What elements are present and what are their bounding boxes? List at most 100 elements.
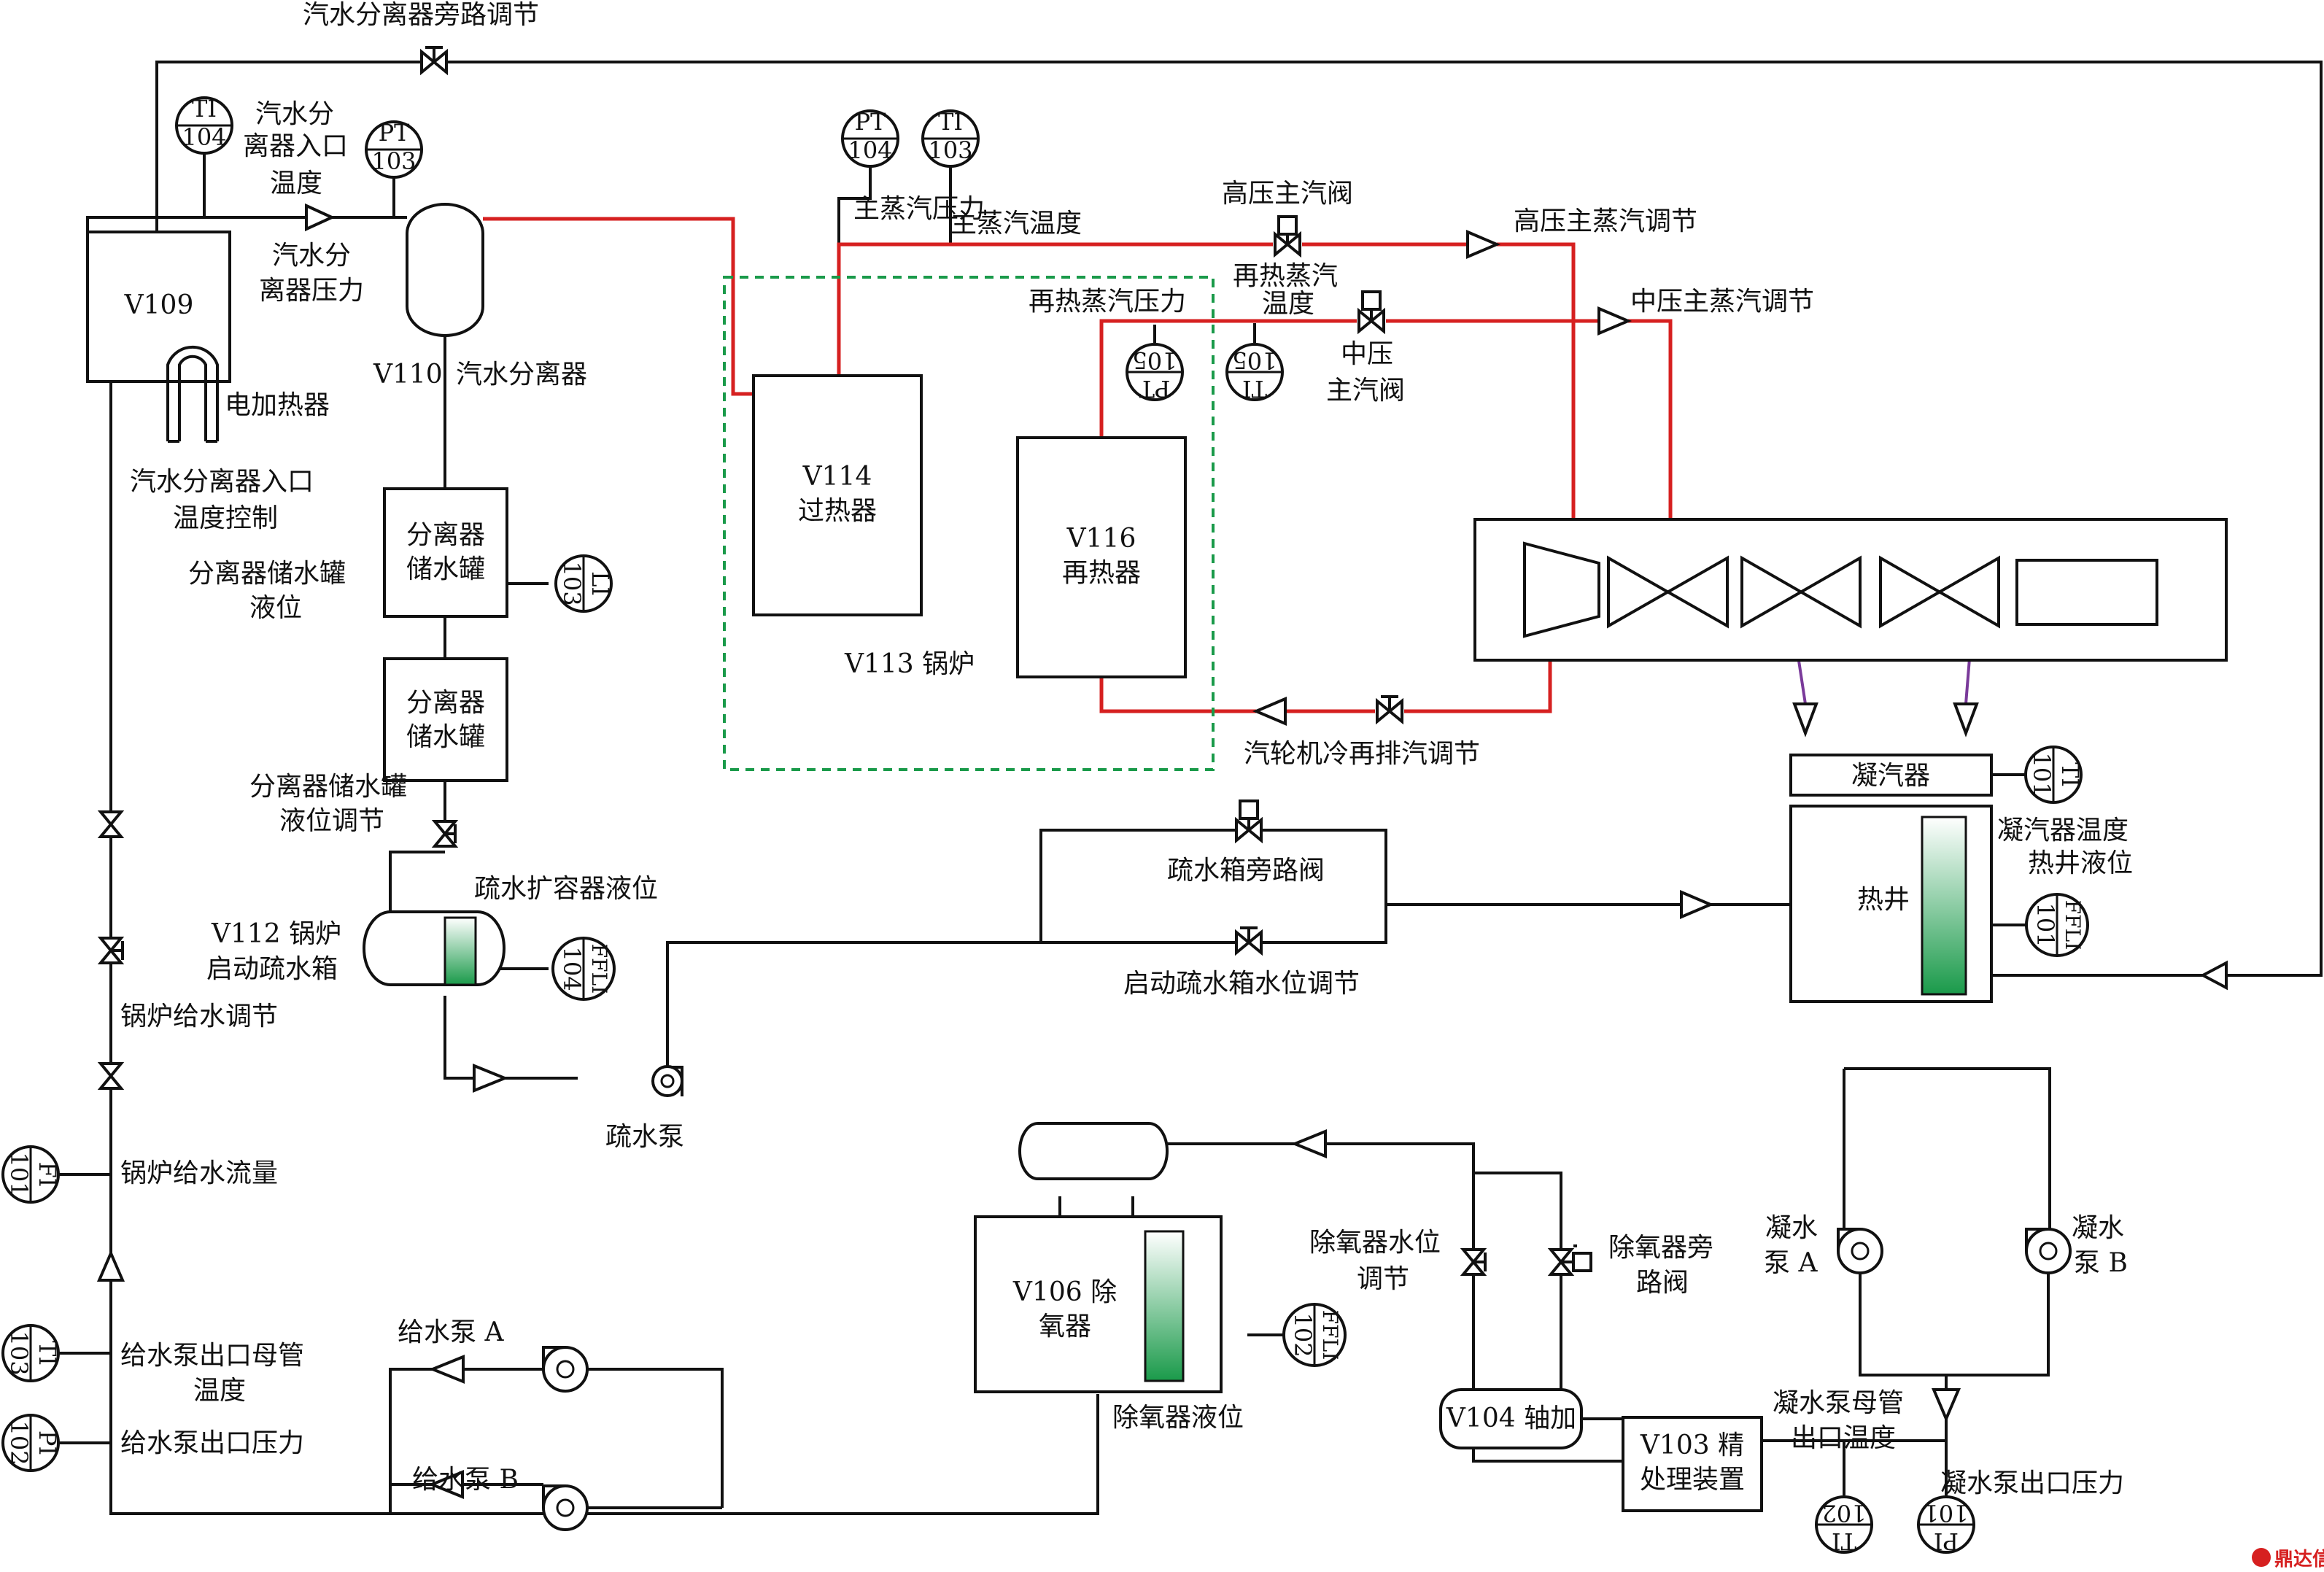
svg-text:FFLI: FFLI <box>587 944 611 994</box>
deaerator-level-control-label: 除氧器水位 <box>1309 1228 1441 1258</box>
svg-text:105: 105 <box>1132 346 1177 374</box>
svg-text:离器入口: 离器入口 <box>243 131 348 161</box>
tank-level-control-label: 分离器储水罐 <box>249 772 407 802</box>
svg-text:104: 104 <box>558 946 586 991</box>
drain-level-valve[interactable] <box>1235 926 1263 954</box>
hp-valve-label: 高压主汽阀 <box>1222 179 1353 209</box>
drain-bypass-valve[interactable] <box>1235 799 1263 842</box>
instrument-pt104: PT 104 <box>841 108 899 168</box>
tank-level-valve-actuator <box>445 824 457 843</box>
instrument-fi101: FI 101 <box>1 1145 61 1204</box>
instrument-pi101: PI 101 <box>1917 1495 1975 1555</box>
svg-text:V109: V109 <box>124 290 194 320</box>
feed-pump-b <box>542 1484 589 1531</box>
reheat-temp-label: 再热蒸汽 <box>1233 261 1338 291</box>
instrument-ffli104: FFLI 104 <box>551 937 616 1001</box>
feed-pump-b-label: 给水泵 B <box>412 1465 519 1495</box>
svg-text:TI: TI <box>192 95 217 123</box>
svg-text:102: 102 <box>5 1420 33 1465</box>
cold-reheat-label: 汽轮机冷再排汽调节 <box>1244 739 1480 769</box>
feed-isolation-valve-1[interactable] <box>99 810 123 838</box>
svg-text:103: 103 <box>371 147 416 175</box>
feed-control-label: 锅炉给水调节 <box>120 1002 278 1031</box>
startup-drain-tank <box>363 910 506 986</box>
v112-label: V112 锅炉 <box>211 919 341 949</box>
boiler-label: V113 锅炉 <box>844 649 975 679</box>
electric-heater <box>166 345 219 443</box>
instrument-ti103-main: TI 103 <box>921 108 980 168</box>
svg-text:101: 101 <box>2028 752 2056 797</box>
svg-text:FFLI: FFLI <box>1318 1310 1342 1360</box>
drain-level-control-label: 启动疏水箱水位调节 <box>1123 969 1360 999</box>
condenser: 凝汽器 <box>1789 754 1993 797</box>
ip-control-label: 中压主蒸汽调节 <box>1630 287 1814 317</box>
bypass-valve[interactable] <box>420 46 448 74</box>
svg-text:V116: V116 <box>1066 524 1136 554</box>
sep-temp-control-label: 汽水分离器入口 <box>130 467 314 497</box>
instrument-pt105: PT 105 <box>1126 343 1184 403</box>
feed-control-actuator <box>111 941 124 960</box>
svg-text:出口温度: 出口温度 <box>1791 1423 1896 1453</box>
separator-label: 汽水分离器 <box>456 360 587 390</box>
reheater-v116: V116 再热器 <box>1016 436 1187 678</box>
svg-text:温度控制: 温度控制 <box>173 503 278 533</box>
instrument-li103: LI 103 <box>554 554 614 613</box>
svg-text:过热器: 过热器 <box>798 496 877 526</box>
svg-text:处理装置: 处理装置 <box>1640 1465 1745 1495</box>
svg-text:泵 B: 泵 B <box>2074 1248 2128 1278</box>
separator-tank-1: 分离器 储水罐 <box>383 487 508 618</box>
deaerator-bypass-actuator <box>1561 1252 1592 1272</box>
svg-text:温度: 温度 <box>193 1376 246 1406</box>
instrument-ffli101: FFLI 101 <box>2025 893 2089 957</box>
reheat-pressure-label: 再热蒸汽压力 <box>1029 287 1186 317</box>
cond-outlet-pressure-label: 凝水泵出口压力 <box>1940 1468 2124 1498</box>
feed-pump-a-label: 给水泵 A <box>398 1317 504 1347</box>
svg-text:V114: V114 <box>802 462 872 492</box>
turbine-housing <box>1473 518 2228 662</box>
instrument-pt103: PT 103 <box>365 119 423 179</box>
svg-text:104: 104 <box>848 136 892 164</box>
bypass-valve-label: 汽水分离器旁路调节 <box>303 0 539 30</box>
condenser-temp-label: 凝汽器温度 <box>1997 816 2129 845</box>
hp-main-stop-valve[interactable] <box>1274 215 1301 256</box>
v110-label: V110 <box>373 360 443 390</box>
condensate-pump-b-label: 凝水 <box>2072 1213 2124 1243</box>
flow-arrows <box>96 203 2228 1499</box>
condensate-pump-a <box>1837 1215 1883 1274</box>
svg-text:凝汽器: 凝汽器 <box>1851 761 1930 791</box>
svg-text:启动疏水箱: 启动疏水箱 <box>206 954 338 984</box>
steam-water-separator <box>406 203 484 337</box>
ip-main-stop-valve[interactable] <box>1357 290 1385 333</box>
deaerator-level-label: 除氧器液位 <box>1112 1403 1244 1433</box>
svg-text:PT: PT <box>379 119 411 147</box>
drain-pump <box>651 1065 683 1097</box>
cold-reheat-valve[interactable] <box>1376 695 1403 723</box>
svg-text:调节: 调节 <box>1357 1264 1409 1294</box>
diagram-labels: 汽水分离器旁路调节 汽水分 离器入口 温度 汽水分 离器压力 电加热器 V110… <box>120 0 2133 1498</box>
superheater-v114: V114 过热器 <box>752 374 923 616</box>
svg-text:101: 101 <box>5 1152 33 1196</box>
svg-text:105: 105 <box>1232 346 1277 374</box>
pump-outlet-pressure-label: 给水泵出口压力 <box>120 1428 304 1458</box>
hotwell-level-label: 热井液位 <box>2028 848 2133 878</box>
feed-flow-label: 锅炉给水流量 <box>120 1158 278 1188</box>
main-steam-temp-label: 主蒸汽温度 <box>950 209 1082 239</box>
svg-text:102: 102 <box>1821 1499 1866 1527</box>
tank-level-label: 分离器储水罐 <box>188 559 346 589</box>
svg-text:路阀: 路阀 <box>1636 1268 1689 1298</box>
instrument-pi102: PI 102 <box>1 1414 61 1472</box>
svg-text:FI: FI <box>34 1162 61 1188</box>
svg-text:泵 A: 泵 A <box>1764 1248 1818 1278</box>
boiler-boundary <box>723 276 1215 771</box>
drain-pump-label: 疏水泵 <box>605 1122 684 1152</box>
instrument-ti103-feed: TI 103 <box>1 1324 61 1382</box>
deaerator-level-actuator <box>1473 1252 1487 1271</box>
svg-text:103: 103 <box>5 1331 33 1375</box>
svg-text:PI: PI <box>34 1430 61 1455</box>
feed-pump-a <box>542 1346 589 1393</box>
svg-text:液位: 液位 <box>249 593 302 623</box>
svg-text:TI: TI <box>34 1341 61 1366</box>
svg-text:储水罐: 储水罐 <box>406 554 485 584</box>
feed-isolation-valve-2[interactable] <box>99 1062 123 1090</box>
